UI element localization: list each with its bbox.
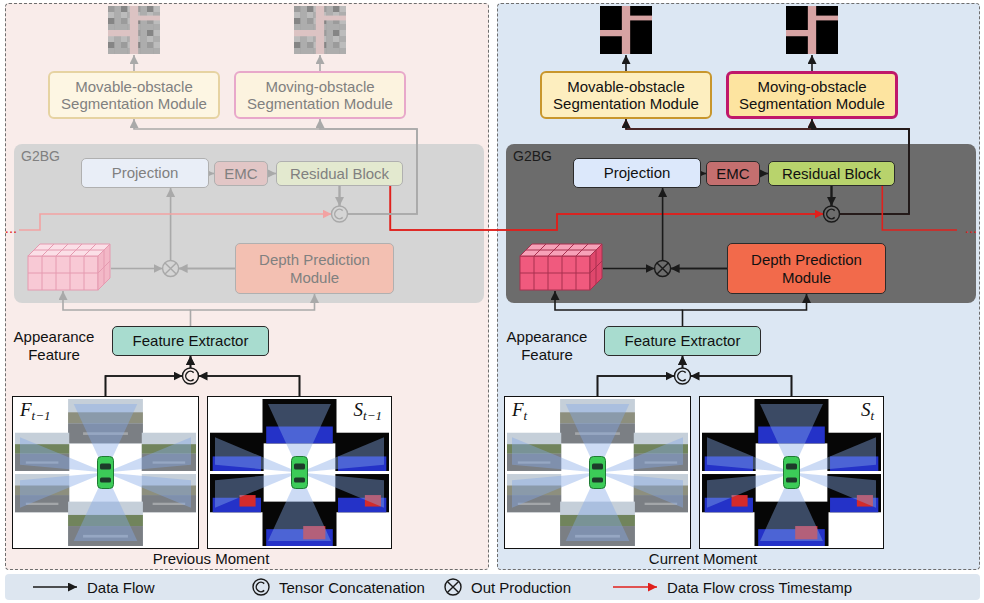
time-subscript: t [524,408,528,423]
projection-box: Projection [81,158,209,188]
box-label: Movable-obstacle Segmentation Module [56,78,212,113]
moment-caption: Current Moment [649,550,757,567]
depth-module: Depth Prediction Module [235,243,394,294]
product-circle [445,579,461,595]
box-label: Residual Block [782,165,881,182]
legend-item: Data Flow cross Timestamp [611,574,852,600]
legend-item: Out Production [443,574,571,600]
label-holder: ... [3,219,19,237]
box-label: Projection [604,164,671,181]
residual-block: Residual Block [276,161,403,186]
feature-extractor: Feature Extractor [112,326,269,356]
product-symbol [445,579,461,595]
moment-caption: Previous Moment [153,550,270,567]
product-sample [443,577,463,597]
caption-holder: G2BG [21,148,60,164]
legend-item: Tensor Concatenation [251,574,425,600]
box-label: Depth Prediction Module [734,251,879,286]
time-subscript: t [870,408,874,423]
legend-line [613,586,657,588]
concat-symbol [253,579,269,595]
block-title: G2BG [21,148,60,164]
caption-holder: St−1 [354,399,382,427]
product-mark [447,581,458,592]
legend-text: Out Production [471,579,571,596]
emc-box: EMC [706,161,760,186]
box-label: Projection [112,164,179,181]
label-holder: Appearance Feature [4,328,104,364]
caption-holder: G2BG [513,148,552,164]
caption-holder: Ft [512,399,527,427]
input-symbol: S [354,399,364,420]
data-flow-sample [31,577,79,597]
block-title: G2BG [513,148,552,164]
box-label: EMC [224,165,257,182]
label-holder: Appearance Feature [497,328,597,364]
continuation-mark: ... [965,219,978,236]
emc-box: EMC [214,161,268,186]
depth-module: Depth Prediction Module [727,243,886,294]
concat-circle [253,579,269,595]
input-symbol: S [861,399,871,420]
time-subscript: t−1 [32,408,51,423]
legend-text: Data Flow [87,579,155,596]
box-label: Feature Extractor [625,332,741,349]
input-symbol: F [512,399,524,420]
box-label: Movable-obstacle Segmentation Module [548,78,704,113]
feature-extractor: Feature Extractor [604,326,761,356]
legend-text: Tensor Concatenation [279,579,425,596]
continuation-mark: ... [5,219,18,236]
feature-label: Appearance Feature [507,328,588,363]
segmentation-input: St [699,396,884,549]
segmentation-module: Movable-obstacle Segmentation Module [540,71,712,119]
caption-holder: Ft−1 [20,399,51,427]
box-label: Residual Block [290,165,389,182]
legend-item: Data Flow [31,574,155,600]
feature-label: Appearance Feature [14,328,95,363]
box-label: Moving-obstacle Segmentation Module [242,78,398,113]
time-subscript: t−1 [363,408,382,423]
legend-line [33,586,77,588]
residual-block: Residual Block [768,161,895,186]
box-label: EMC [716,165,749,182]
input-symbol: F [20,399,32,420]
camera-input: Ft−1 [12,396,199,549]
caption-holder: St [861,399,874,427]
box-label: Depth Prediction Module [242,251,387,286]
projection-box: Projection [573,158,701,188]
segmentation-module: Moving-obstacle Segmentation Module [234,71,406,119]
g2bg-block: Projection EMC Residual BlockDepth Predict… [14,144,484,303]
caption-holder: Previous Moment [6,550,416,567]
g2bg-block: Projection EMC Residual BlockDepth Predict… [506,144,976,303]
cross-time-sample [611,577,659,597]
box-label: Feature Extractor [133,332,249,349]
moment-panel: Movable-obstacle Segmentation Module Movi… [497,3,980,570]
segmentation-module: Moving-obstacle Segmentation Module [726,71,898,119]
label-holder: ... [962,219,980,237]
segmentation-module: Movable-obstacle Segmentation Module [48,71,220,119]
caption-holder: Current Moment [498,550,908,567]
segmentation-input: St−1 [207,396,392,549]
legend-band: Data Flow Tensor Concatenation Out Product… [5,574,980,600]
legend-text: Data Flow cross Timestamp [667,579,852,596]
moment-panel: Movable-obstacle Segmentation Module Movi… [5,3,489,570]
box-label: Moving-obstacle Segmentation Module [735,78,889,113]
concat-sample [251,577,271,597]
concat-mark [256,582,264,591]
camera-input: Ft [504,396,691,549]
